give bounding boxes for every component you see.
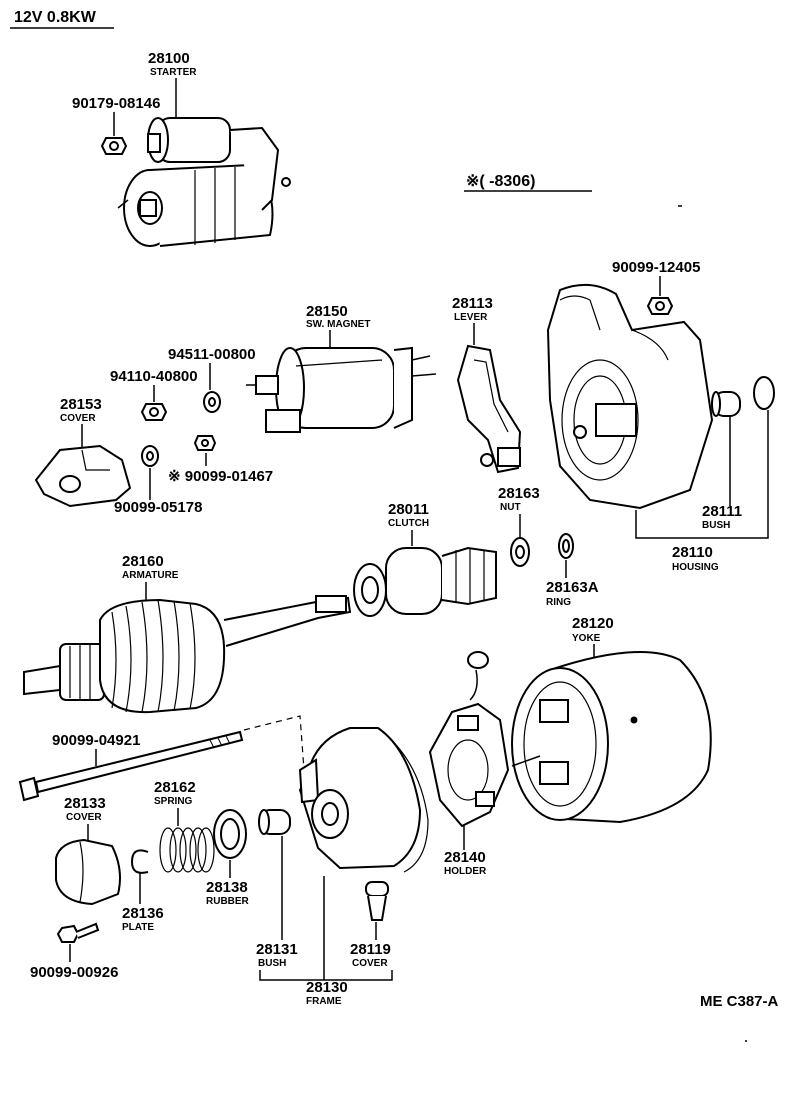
part-name: FRAME: [306, 996, 342, 1007]
part-28153-cover[interactable]: 28153 COVER: [34, 396, 132, 508]
part-90099-01467-nut[interactable]: ※ 90099-01467: [168, 435, 273, 485]
part-number: 28163A: [546, 579, 599, 596]
part-name: LEVER: [454, 312, 488, 323]
part-28110-housing[interactable]: 28110 HOUSING: [546, 283, 769, 573]
part-number: 28140: [444, 849, 486, 866]
part-name: YOKE: [572, 633, 601, 644]
diagram-header: 12V 0.8KW ※( -8306): [10, 9, 747, 1042]
part-name: NUT: [500, 502, 521, 513]
part-28163-nut[interactable]: 28163 NUT: [498, 485, 540, 567]
part-28140-holder[interactable]: 28140 HOLDER: [428, 651, 510, 877]
part-name: COVER: [66, 812, 102, 823]
part-name: RUBBER: [206, 896, 250, 907]
part-number: 28100: [148, 50, 190, 67]
part-name: SW. MAGNET: [306, 319, 370, 330]
part-number: ※ 90099-01467: [168, 468, 273, 485]
part-name: PLATE: [122, 922, 154, 933]
part-28163a-ring[interactable]: 28163A RING: [546, 533, 599, 608]
part-28131-bush[interactable]: 28131 BUSH: [256, 809, 298, 969]
part-28100-starter[interactable]: 28100 STARTER: [117, 50, 291, 247]
part-number: 28133: [64, 795, 106, 812]
part-number: 90099-05178: [114, 499, 202, 516]
part-28111-bush[interactable]: 28111 BUSH: [702, 376, 775, 531]
part-number: 28110: [672, 544, 713, 561]
part-number: 28111: [702, 503, 742, 520]
part-90179-08146-nut[interactable]: 90179-08146: [72, 95, 160, 155]
part-28130-frame[interactable]: 28130 FRAME: [259, 727, 429, 1007]
part-number: 90179-08146: [72, 95, 160, 112]
part-name: RING: [546, 597, 571, 608]
part-28160-armature[interactable]: 28160 ARMATURE: [23, 553, 352, 714]
part-number: 28130: [306, 979, 348, 996]
part-name: BUSH: [702, 520, 730, 531]
part-number: 28150: [306, 303, 348, 320]
part-94511-00800-washer[interactable]: 94511-00800: [168, 346, 256, 413]
part-number: 28113: [452, 295, 493, 312]
part-name: STARTER: [150, 67, 197, 78]
part-90099-05178-washer[interactable]: 90099-05178: [114, 445, 202, 516]
part-number: 28162: [154, 779, 196, 796]
part-90099-12405-nut[interactable]: 90099-12405: [612, 259, 700, 315]
part-number: 28136: [122, 905, 164, 922]
part-28133-cover[interactable]: 28133 COVER: [55, 795, 121, 906]
part-number: 28120: [572, 615, 614, 632]
part-28113-lever[interactable]: 28113 LEVER: [452, 295, 522, 474]
part-number: 28131: [256, 941, 298, 958]
part-28011-clutch[interactable]: 28011 CLUTCH: [353, 501, 497, 617]
part-90099-00926-screw[interactable]: 90099-00926: [30, 922, 118, 981]
part-name: COVER: [352, 958, 388, 969]
voltage-rating-title: 12V 0.8KW: [14, 9, 97, 26]
part-28120-yoke[interactable]: 28120 YOKE: [511, 615, 712, 824]
part-28138-rubber[interactable]: 28138 RUBBER: [206, 809, 250, 907]
part-28162-spring[interactable]: 28162 SPRING: [154, 779, 215, 873]
part-28136-plate[interactable]: 28136 PLATE: [122, 849, 164, 933]
part-number: 28011: [388, 501, 429, 518]
part-90099-04921-through-bolt[interactable]: 90099-04921: [18, 715, 305, 802]
part-number: 28163: [498, 485, 540, 502]
part-number: 94110-40800: [110, 368, 198, 385]
part-name: COVER: [60, 413, 96, 424]
part-number: 28153: [60, 396, 102, 413]
part-94110-40800-nut[interactable]: 94110-40800: [110, 368, 198, 421]
part-number: 28160: [122, 553, 164, 570]
part-name: CLUTCH: [388, 518, 429, 529]
part-number: 28138: [206, 879, 248, 896]
part-name: BUSH: [258, 958, 286, 969]
part-number: 90099-12405: [612, 259, 700, 276]
part-28119-cover[interactable]: 28119 COVER: [350, 881, 391, 969]
part-number: 94511-00800: [168, 346, 256, 363]
part-number: 90099-00926: [30, 964, 118, 981]
part-name: HOLDER: [444, 866, 487, 877]
part-name: ARMATURE: [122, 570, 179, 581]
part-number: 28119: [350, 941, 391, 958]
part-number: 90099-04921: [52, 732, 140, 749]
reference-code: ME C387-A: [700, 993, 779, 1010]
part-28150-sw-magnet[interactable]: 28150 SW. MAGNET: [246, 303, 437, 433]
serial-range-note: ※( -8306): [466, 173, 535, 190]
part-name: HOUSING: [672, 562, 719, 573]
part-name: SPRING: [154, 796, 193, 807]
